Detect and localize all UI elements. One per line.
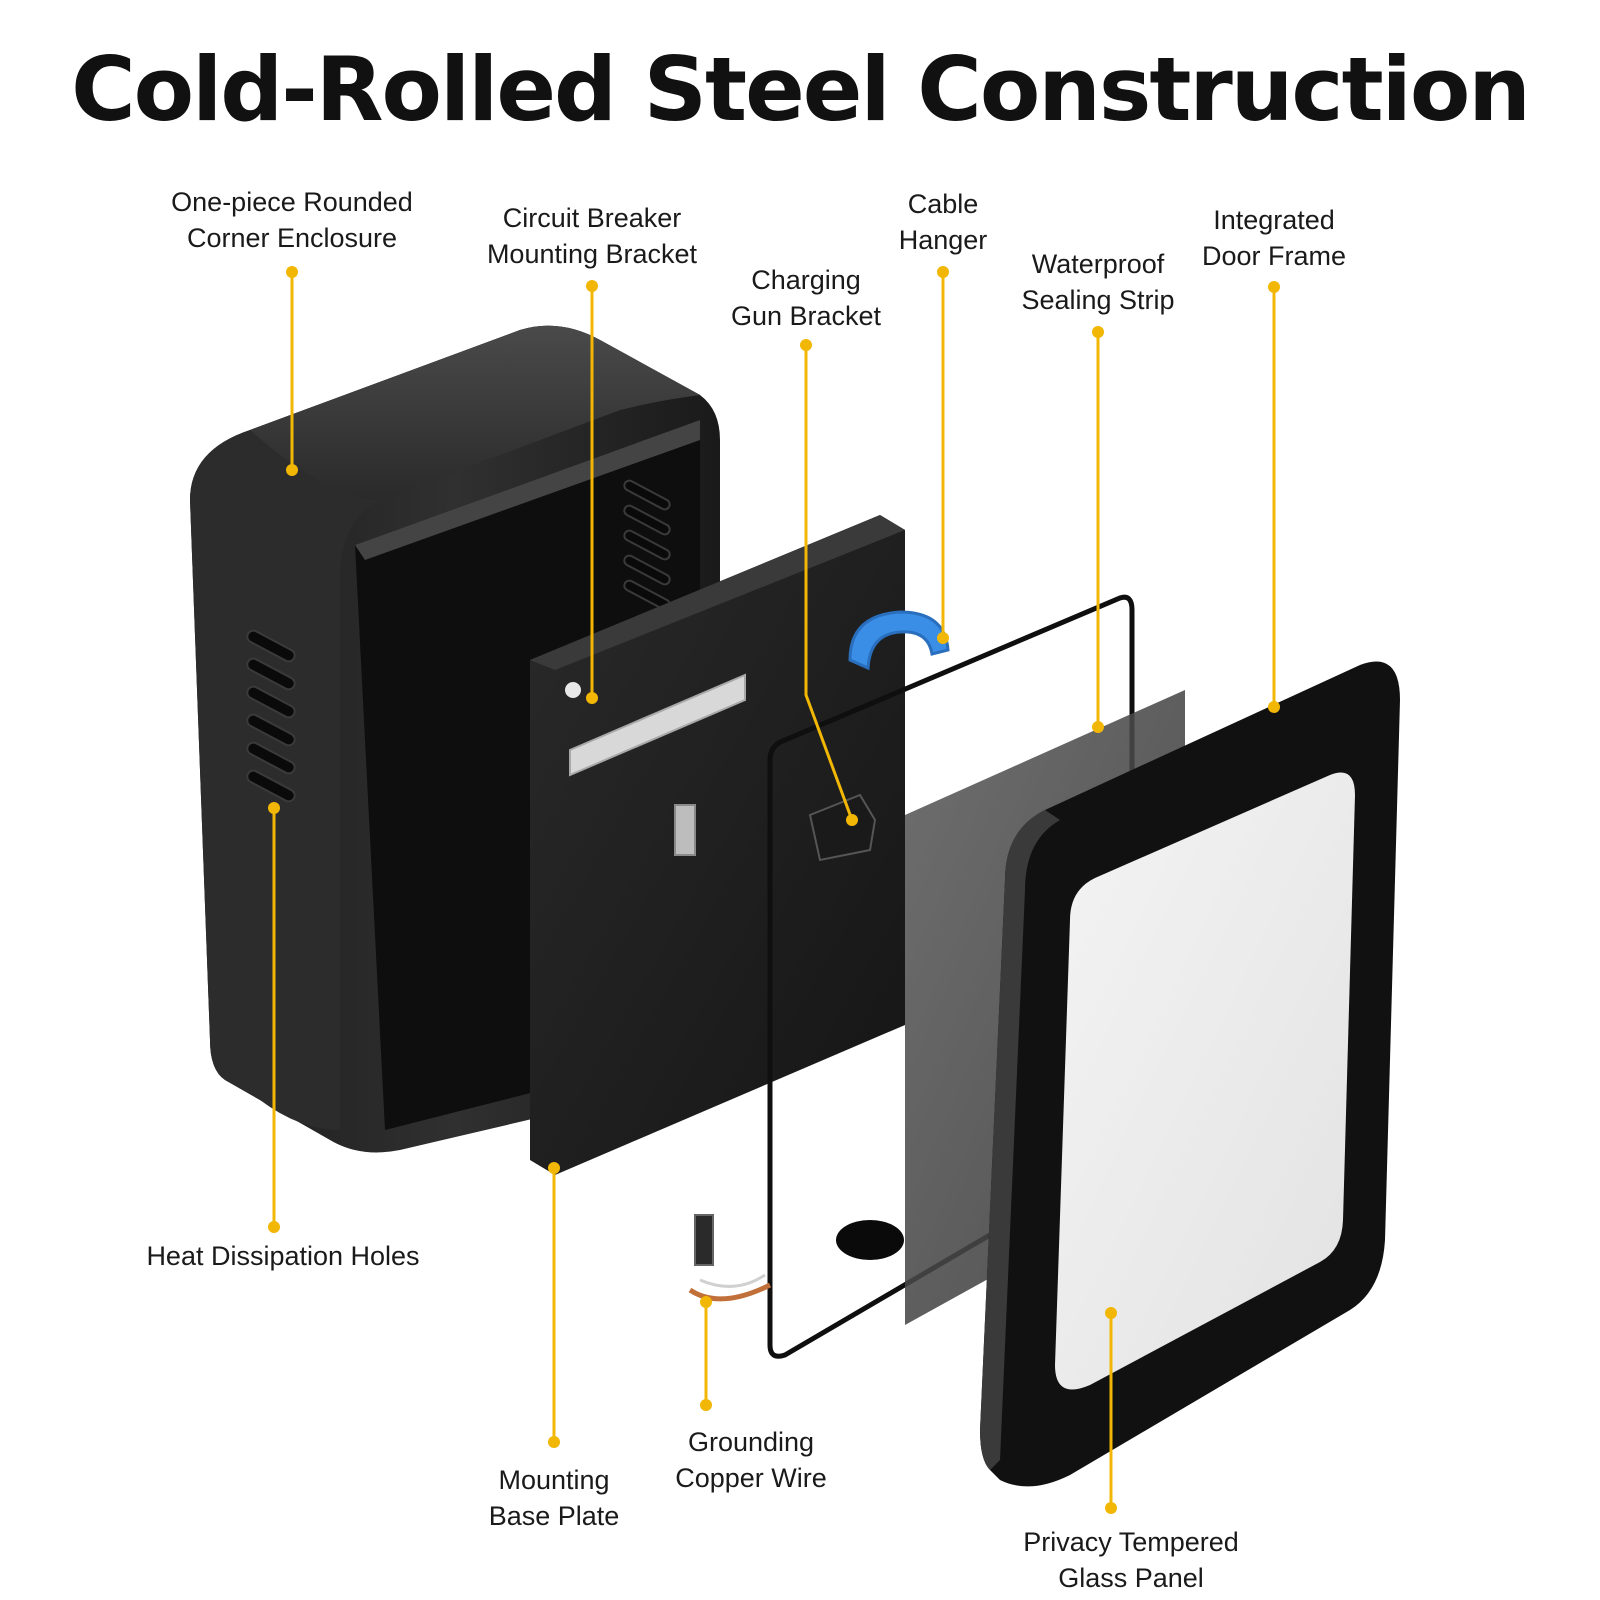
door-frame-shape xyxy=(980,661,1400,1487)
copper-wire-shape xyxy=(688,1214,772,1302)
cable-hanger-shape xyxy=(848,610,950,671)
leader-dots xyxy=(268,266,1280,1514)
base-plate xyxy=(530,515,905,1175)
label-heat-holes: Heat Dissipation Holes xyxy=(146,1241,420,1271)
page-title: Cold-Rolled Steel Construction xyxy=(71,38,1531,141)
leader-lines xyxy=(272,272,1276,1508)
